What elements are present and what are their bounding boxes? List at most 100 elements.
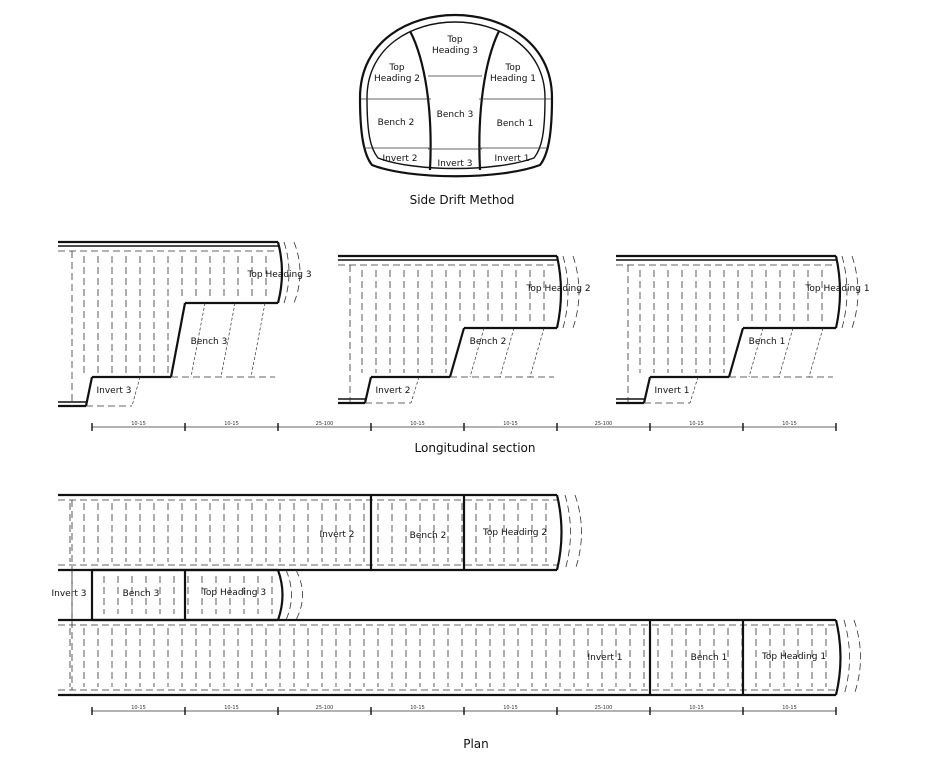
drawing-stroke [834,619,842,696]
drawing-stroke [285,569,292,621]
plan-dimension-bar: 10-15 10-15 25-100 10-15 10-15 25-100 10-15 10-… [91,705,837,715]
drawing-stroke [851,255,859,329]
drawing-stroke [295,569,303,621]
plan-label-bench-1: Bench 1 [691,653,728,663]
dimension-label: 25-100 [595,421,613,427]
drawing-stroke [555,255,563,329]
drawing-stroke [853,619,861,696]
dimension-label: 10-15 [410,705,425,711]
dimension-label: 10-15 [689,705,704,711]
caption-plan: Plan [463,737,489,751]
drawing-stroke [778,327,794,378]
drawing-stroke [529,327,545,378]
cs-label-bench-3: Bench 3 [437,110,474,120]
dimension-label: 25-100 [595,705,613,711]
plan-label-bench-2: Bench 2 [410,531,447,541]
long-label-top-heading-2: Top Heading 2 [525,284,590,294]
dimension-label: 10-15 [503,421,518,427]
cs-label-invert-1: Invert 1 [494,154,529,164]
long-label-invert-2: Invert 2 [375,386,410,396]
caption-longitudinal-section: Longitudinal section [415,441,536,455]
drawing-stroke [834,255,842,329]
longitudinal-drift-2: Top Heading 2 Bench 2 Invert 2 [338,254,591,405]
plan-drift-lower: Invert 1 Bench 1 Top Heading 1 [58,500,861,697]
label-line: Heading 3 [432,46,478,56]
drawing-stroke [572,255,580,329]
drawing-stroke [499,327,515,378]
drawing-stroke [276,569,284,621]
plan-label-top-heading-3: Top Heading 3 [201,588,266,598]
drawing-stroke [283,241,290,304]
plan-label-invert-1: Invert 1 [587,653,622,663]
plan-label-invert-3: Invert 3 [51,589,86,599]
drawing-stroke [562,255,569,329]
drawing-stroke [448,327,466,378]
drawing-stroke [574,494,582,571]
caption-side-drift-method: Side Drift Method [410,193,515,207]
long-label-invert-3: Invert 1 [654,386,689,396]
drawing-stroke [841,255,848,329]
drawing-stroke [689,376,699,404]
drawing-stroke [220,302,236,378]
label-line: Heading 1 [490,74,536,84]
drawing-stroke [169,302,187,378]
dimension-label: 10-15 [689,421,704,427]
dimension-label: 10-15 [410,421,425,427]
drawing-stroke [748,327,764,378]
cs-label-bench-1: Bench 1 [497,119,534,129]
drawing-stroke [843,619,850,696]
long-label-top-heading-3: Top Heading 1 [804,284,869,294]
dimension-label: 10-15 [131,421,146,427]
drawing-stroke [293,241,301,304]
cs-label-invert-3: Invert 3 [437,159,472,169]
dimension-label: 10-15 [782,705,797,711]
long-label-invert-1: Invert 3 [96,386,131,396]
plan-label-invert-2: Invert 2 [319,530,354,540]
longitudinal-drift-3: Top Heading 1 Bench 1 Invert 1 [616,254,870,405]
long-label-bench-3: Bench 1 [749,337,786,347]
label-line: Top [504,63,520,73]
plan-label-top-heading-2: Top Heading 2 [482,528,547,538]
drawing-stroke [250,302,266,378]
long-label-top-heading-1: Top Heading 3 [246,270,311,280]
plan-label-bench-3: Bench 3 [123,589,160,599]
dimension-label: 10-15 [503,705,518,711]
drawing-stroke [469,327,485,378]
drawing-stroke [410,376,420,404]
dimension-label: 10-15 [782,421,797,427]
plan-view: Invert 2 Bench 2 Top Heading 2 Invert 3 Benc… [51,493,861,715]
dimension-label: 10-15 [224,705,239,711]
cs-label-bench-2: Bench 2 [378,118,415,128]
drawing-stroke [564,494,571,571]
drawing-stroke [84,376,94,407]
label-line: Top [446,35,462,45]
long-label-bench-1: Bench 3 [191,337,228,347]
plan-drift-upper: Invert 2 Bench 2 Top Heading 2 [58,493,582,572]
dimension-label: 25-100 [316,705,334,711]
longitudinal-dimension-bar: 10-15 10-15 25-100 10-15 10-15 25-100 10-15 10-… [91,421,837,431]
dimension-label: 10-15 [131,705,146,711]
cs-label-invert-2: Invert 2 [382,154,417,164]
drawing-stroke [555,494,563,571]
drawing-stroke [642,376,652,404]
dimension-label: 10-15 [224,421,239,427]
plan-drift-middle: Invert 3 Bench 3 Top Heading 3 [51,568,303,622]
long-label-bench-2: Bench 2 [470,337,507,347]
label-line: Heading 2 [374,74,420,84]
dimension-label: 25-100 [316,421,334,427]
drawing-stroke [808,327,824,378]
longitudinal-drift-1: Top Heading 3 Bench 3 Invert 3 [58,240,312,408]
drawing-stroke [131,376,141,407]
plan-label-top-heading-1: Top Heading 1 [761,652,826,662]
drawing-stroke [276,241,284,304]
drawing-stroke [190,302,206,378]
drawing-stroke [727,327,745,378]
drawing-stroke [363,376,373,404]
